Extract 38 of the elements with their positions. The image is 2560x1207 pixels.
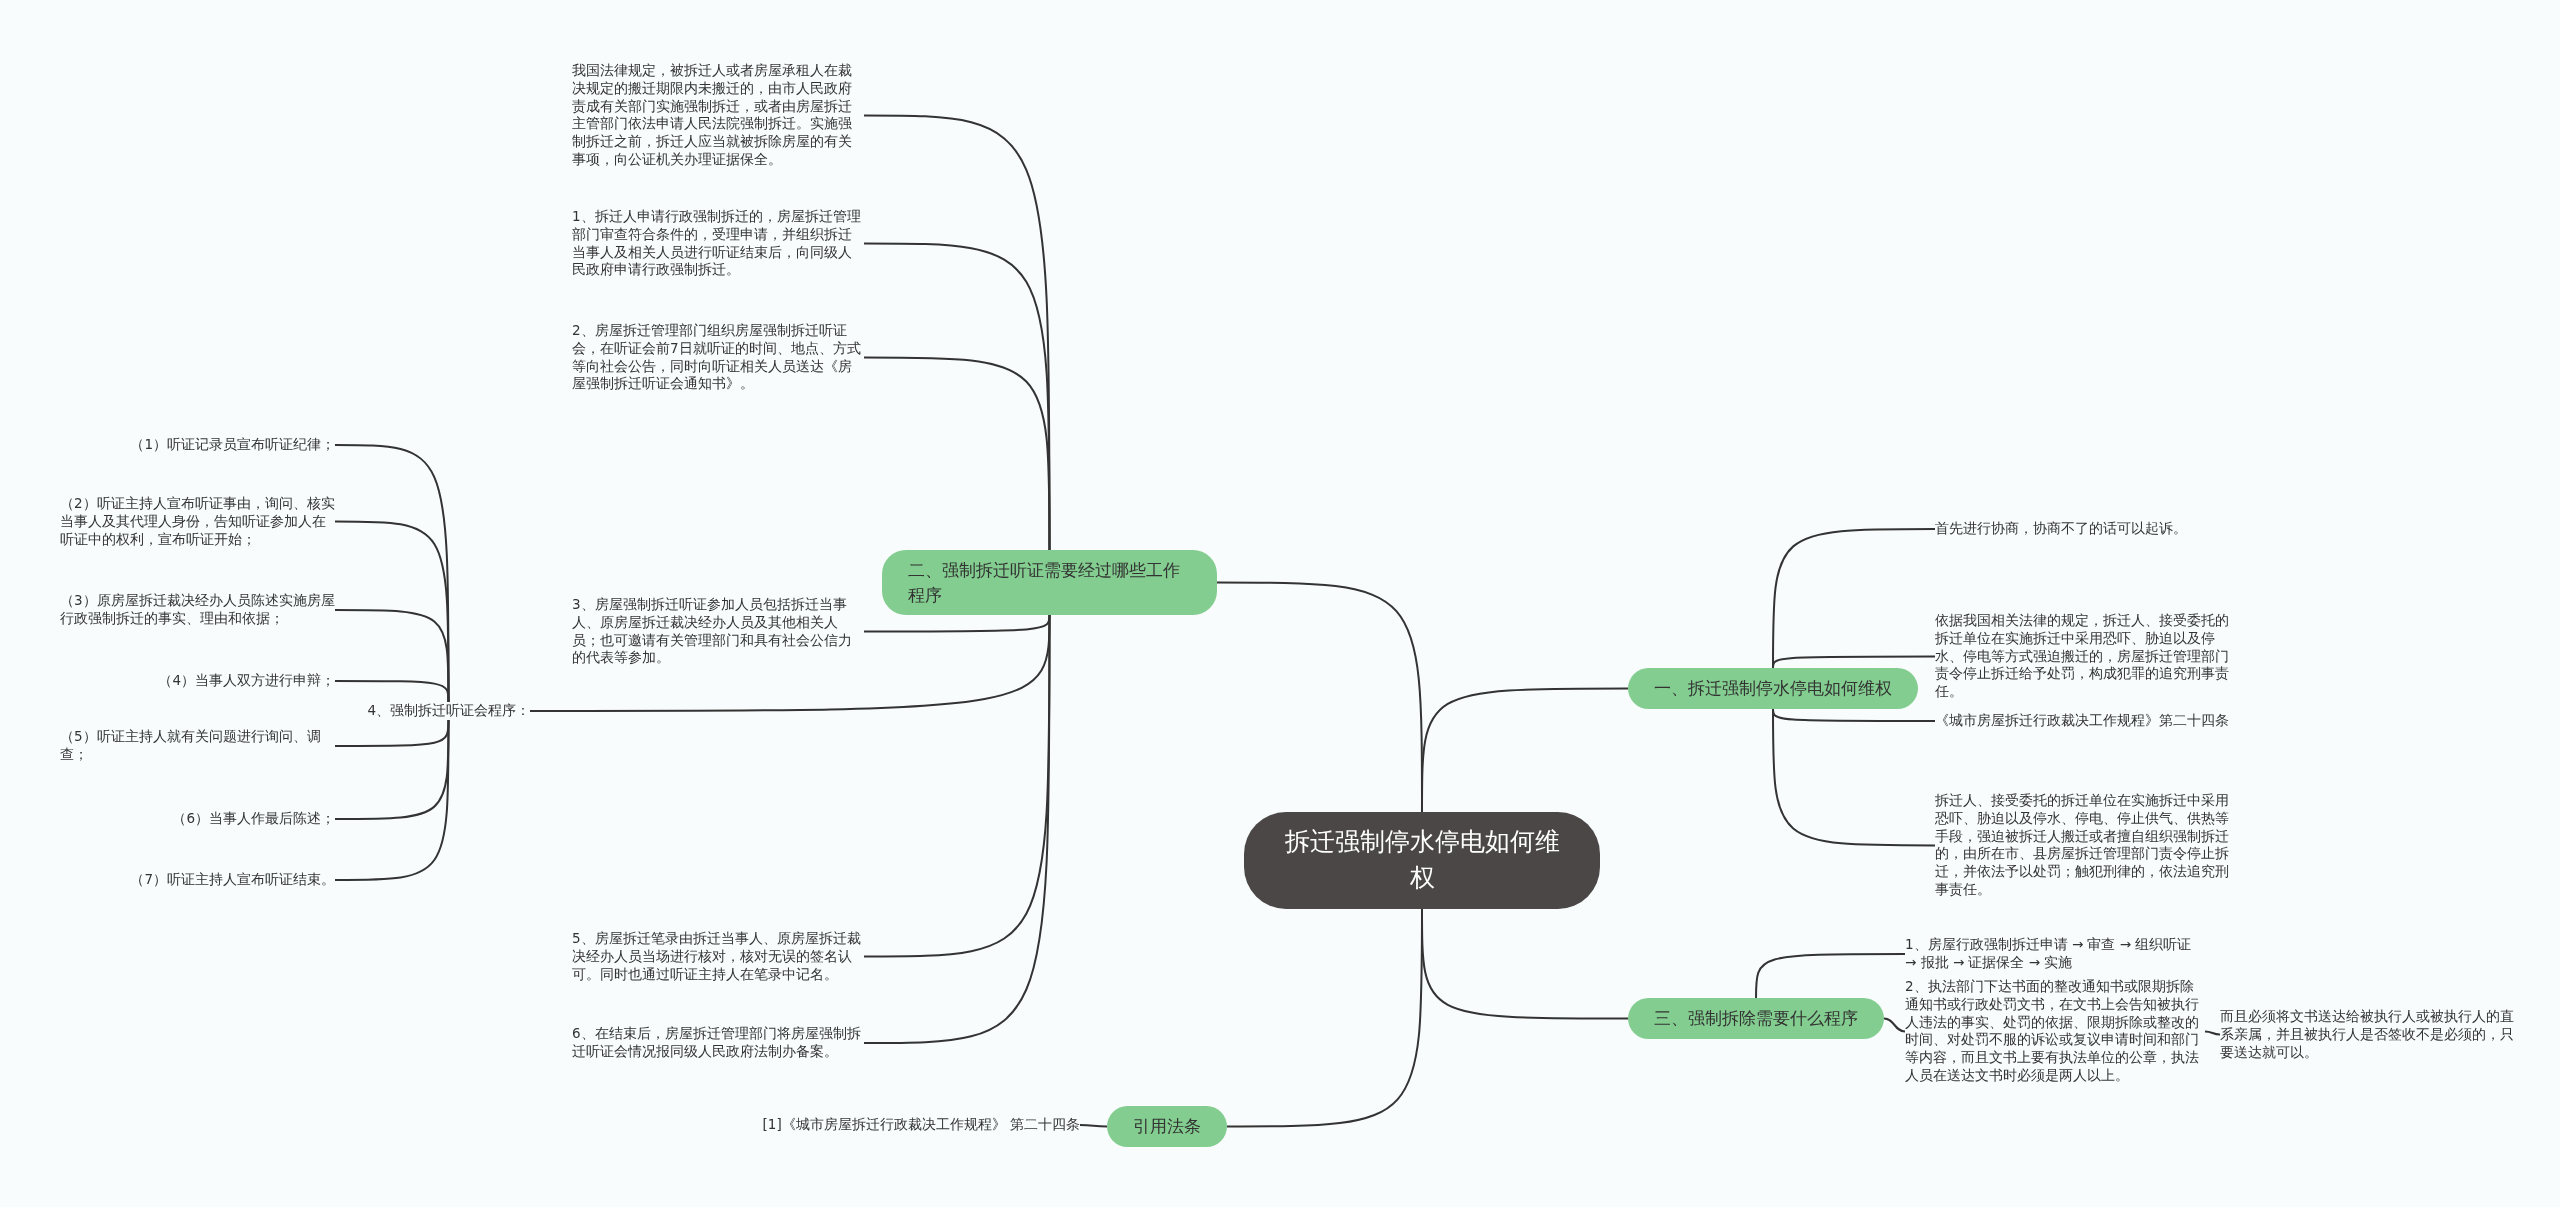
note-text: 而且必须将文书送达给被执行人或被执行人的直系亲属，并且被执行人是否签收不是必须的，只要送达就可以。 [2220,1008,2520,1062]
topic-pill: 引用法条 [1107,1106,1227,1147]
topic-pill: 二、强制拆迁听证需要经过哪些工作程序 [882,550,1217,616]
note-text: [1]《城市房屋拆迁行政裁决工作规程》 第二十四条 [762,1116,1080,1134]
note-text: （5）听证主持人就有关问题进行询问、调查； [60,728,335,764]
connector [334,719,450,881]
note-text: （6）当事人作最后陈述； [172,810,335,828]
note-text: 2、执法部门下达书面的整改通知书或限期拆除通知书或行政处罚文书，在文书上会告知被执行人违法的事实、处罚的依据、限期拆除或整改的时间、对处罚不服的诉讼或复议申请时间和部门等内容，而且文书上要有执法单位的公章，执法人员在送达文书时必须是两人以上。 [1905,978,2205,1085]
note-text: 2、房屋拆迁管理部门组织房屋强制拆迁听证会，在听证会前7日就听证的时间、地点、方式等向社会公告，同时向听证相关人员送达《房屋强制拆迁听证会通知书》。 [572,322,864,394]
connector [1755,953,1906,999]
note-text: 拆迁人、接受委托的拆迁单位在实施拆迁中采用恐吓、胁迫以及停水、停电、停止供气、供热等手段，强迫被拆迁人搬迁或者擅自组织强制拆迁的，由所在市、县房屋拆迁管理部门责令停止拆迁，并依法予以处罚；触犯刑律的，依法追究刑事责任。 [1935,792,2235,899]
connector [1226,908,1423,1128]
topic-pill: 三、强制拆除需要什么程序 [1628,998,1884,1039]
note-text: 1、拆迁人申请行政强制拆迁的，房屋拆迁管理部门审查符合条件的，受理申请，并组织拆迁当事人及相关人员进行听证结束后，向同级人民政府申请行政强制拆迁。 [572,208,864,280]
note-text: 首先进行协商，协商不了的话可以起诉。 [1935,520,2235,538]
note-text: （2）听证主持人宣布听证事由，询问、核实当事人及其代理人身份，告知听证参加人在听证中的权利，宣布听证开始； [60,495,335,549]
note-text: 我国法律规定，被拆迁人或者房屋承租人在裁决规定的搬迁期限内未搬迁的，由市人民政府责成有关部门实施强制拆迁，或者由房屋拆迁主管部门依法申请人民法院强制拆迁。实施强制拆迁之前，拆迁人应当就被拆除房屋的有关事项，向公证机关办理证据保全。 [572,62,864,169]
connector [863,356,1051,551]
note-text: 依据我国相关法律的规定，拆迁人、接受委托的拆迁单位在实施拆迁中采用恐吓、胁迫以及停水、停电等方式强迫搬迁的，房屋拆迁管理部门责令停止拆迁给予处罚，构成犯罪的追究刑事责任。 [1935,612,2235,702]
topic-pill: 一、拆迁强制停水停电如何维权 [1628,668,1918,709]
subtopic-text: 4、强制拆迁听证会程序： [367,702,530,720]
connector [1772,655,1936,669]
note-text: （3）原房屋拆迁裁决经办人员陈述实施房屋行政强制拆迁的事实、理由和依据； [60,592,335,628]
note-text: （1）听证记录员宣布听证纪律； [130,436,335,454]
connector [1079,1124,1108,1128]
connector [2204,1030,2221,1036]
note-text: 6、在结束后，房屋拆迁管理部门将房屋强制拆迁听证会情况报同级人民政府法制办备案。 [572,1025,864,1061]
note-text: 1、房屋行政强制拆迁申请 → 审查 → 组织听证 → 报批 → 证据保全 → 实施 [1905,936,2205,972]
note-text: （4）当事人双方进行申辩； [158,672,335,690]
note-text: 《城市房屋拆迁行政裁决工作规程》第二十四条 [1935,712,2235,730]
connector [334,680,450,703]
connector [1883,1017,1906,1033]
connector [863,614,1051,1044]
central-topic: 拆迁强制停水停电如何维权 [1244,812,1600,909]
note-text: （7）听证主持人宣布听证结束。 [130,871,335,889]
connector [1772,708,1936,847]
note-text: 5、房屋拆迁笔录由拆迁当事人、原房屋拆迁裁决经办人员当场进行核对，核对无误的签名认可。同时也通过听证主持人在笔录中记名。 [572,930,864,984]
note-text: 3、房屋强制拆迁听证参加人员包括拆迁当事人、原房屋拆迁裁决经办人员及其他相关人员；也可邀请有关管理部门和具有社会公信力的代表等参加。 [572,596,864,668]
